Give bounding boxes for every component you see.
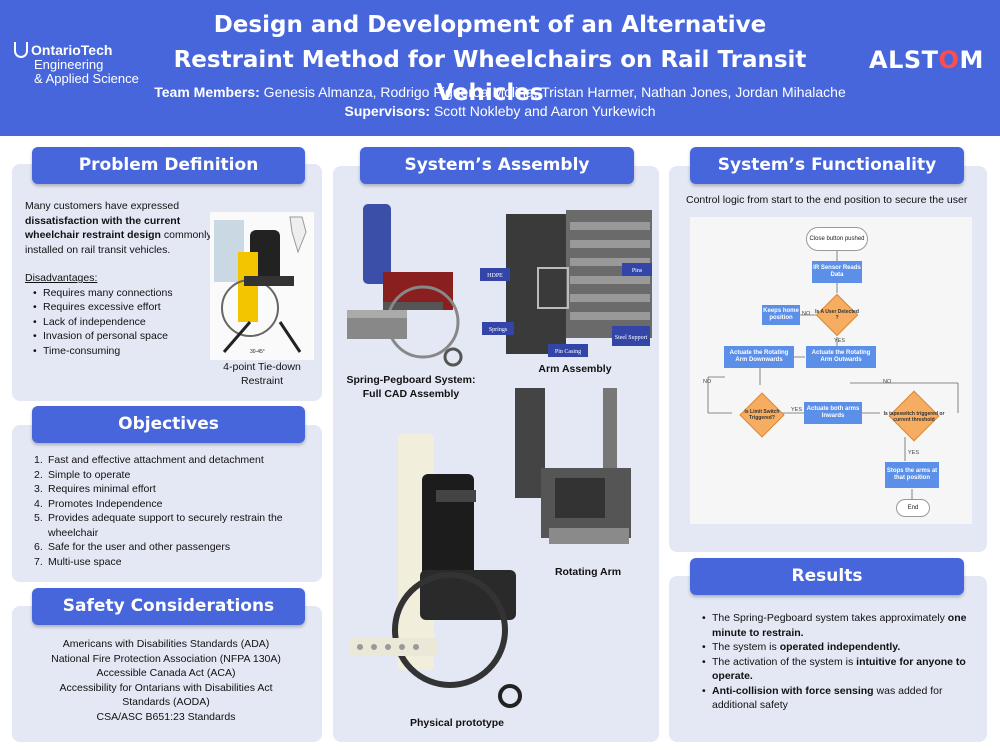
functionality-title: System’s Functionality	[690, 147, 964, 184]
results-title: Results	[690, 558, 964, 595]
disadvantage-item: Lack of independence	[25, 315, 215, 330]
alstom-logo: ALSTOM	[869, 46, 984, 74]
flow-yes-label: YES	[791, 407, 803, 413]
objectives-title: Objectives	[32, 406, 305, 443]
flow-keeps-home: Keeps home position	[762, 305, 800, 325]
physical-prototype-image	[350, 434, 522, 708]
result-item: The system is operated independently.	[700, 640, 970, 655]
safety-list: Americans with Disabilities Standards (A…	[40, 637, 292, 724]
flow-start: Close button pushed	[806, 227, 868, 251]
objective-item: 4.Promotes Independence	[34, 497, 163, 510]
flow-actuate-down: Actuate the Rotating Arm Downwards	[724, 346, 794, 368]
flow-limit-switch: Is Limit Switch Triggered?	[738, 391, 786, 439]
flow-yes-label: YES	[834, 338, 846, 344]
objective-item: 5.Provides adequate support to securely …	[34, 512, 283, 539]
objectives-panel	[12, 425, 322, 582]
flow-stops-arms: Stops the arms at that position	[885, 462, 939, 488]
flow-actuate-out: Actuate the Rotating Arm Outwards	[806, 346, 876, 368]
tie-down-angle-label: 30-45°	[250, 349, 265, 355]
disadvantage-item: Invasion of personal space	[25, 329, 215, 344]
disadvantage-item: Requires excessive effort	[25, 300, 215, 315]
poster-title-line1: Design and Development of an Alternative	[213, 12, 767, 38]
flow-yes-label: YES	[908, 450, 920, 456]
assembly-title: System’s Assembly	[360, 147, 634, 184]
label-pins: Pins	[632, 268, 643, 274]
safety-title: Safety Considerations	[32, 588, 305, 625]
rotating-arm-image	[515, 388, 631, 544]
results-list: The Spring-Pegboard system takes approxi…	[700, 611, 970, 713]
flow-user-detected: Is A User Detected ?	[815, 293, 859, 337]
objectives-list: 1.Fast and effective attachment and deta…	[24, 453, 314, 569]
functionality-subtitle: Control logic from start to the end posi…	[686, 194, 968, 206]
result-item: Anti-collision with force sensing was ad…	[700, 684, 970, 713]
safety-item: CSA/ASC B651:23 Standards	[96, 710, 236, 723]
safety-panel	[12, 606, 322, 742]
tie-down-restraint-image: 30-45°	[210, 212, 314, 360]
ontario-tech-shield-icon	[14, 42, 28, 58]
team-block: Team Members: Genesis Almanza, Rodrigo F…	[154, 84, 846, 119]
safety-item: Accessible Canada Act (ACA)	[96, 667, 236, 679]
objective-item: 2.Simple to operate	[34, 468, 131, 481]
objective-item: 1.Fast and effective attachment and deta…	[34, 454, 264, 466]
label-steel-support: Steel Support	[615, 335, 648, 341]
problem-text: Many customers have expressed dissatisfa…	[25, 199, 215, 358]
flow-actuate-inward: Actuate both arms Inwards	[804, 402, 862, 424]
flow-no-label: NO	[883, 379, 892, 385]
safety-item: Accessibility for Ontarians with Disabil…	[59, 681, 273, 709]
poster-title-line2: Restraint Method for Wheelchairs on Rail…	[173, 47, 807, 106]
flow-ir-sensor: IR Sensor Reads Data	[812, 261, 862, 283]
objective-item: 6.Safe for the user and other passengers	[34, 541, 231, 553]
poster-header: OntarioTech Engineering & Applied Scienc…	[0, 0, 1000, 136]
flow-end: End	[896, 499, 930, 517]
label-pin-casing: Pin Casing	[555, 349, 581, 355]
arm-assembly-caption: Arm Assembly	[538, 363, 612, 375]
flow-no-label: NO	[802, 311, 811, 317]
prototype-caption: Physical prototype	[410, 717, 504, 729]
objective-item: 3.Requires minimal effort	[34, 483, 156, 495]
objective-item: 7.Multi-use space	[34, 555, 122, 568]
full-assembly-caption: Spring-Pegboard System: Full CAD Assembl…	[346, 374, 476, 400]
flow-no-label: NO	[703, 379, 712, 385]
flow-tapeswitch: Is tapeswitch triggered or current thres…	[881, 388, 947, 446]
label-hdpe: HDPE	[487, 273, 503, 279]
result-item: The Spring-Pegboard system takes approxi…	[700, 611, 970, 640]
result-item: The activation of the system is intuitiv…	[700, 655, 970, 684]
spring-pegboard-cad-image	[347, 204, 463, 367]
safety-item: National Fire Protection Association (NF…	[51, 652, 281, 665]
label-springs: Springs	[489, 327, 508, 333]
disadvantage-item: Time-consuming	[25, 344, 215, 359]
rotating-arm-caption: Rotating Arm	[554, 566, 622, 578]
safety-item: Americans with Disabilities Standards (A…	[62, 638, 270, 650]
problem-title: Problem Definition	[32, 147, 305, 184]
arm-assembly-image: HDPE Pins Springs Pin Casing Steel Suppo…	[480, 210, 652, 357]
ontario-tech-logo: OntarioTech Engineering & Applied Scienc…	[14, 42, 139, 86]
disadvantage-item: Requires many connections	[25, 286, 215, 301]
tie-down-caption: 4-point Tie-down Restraint	[223, 361, 301, 387]
